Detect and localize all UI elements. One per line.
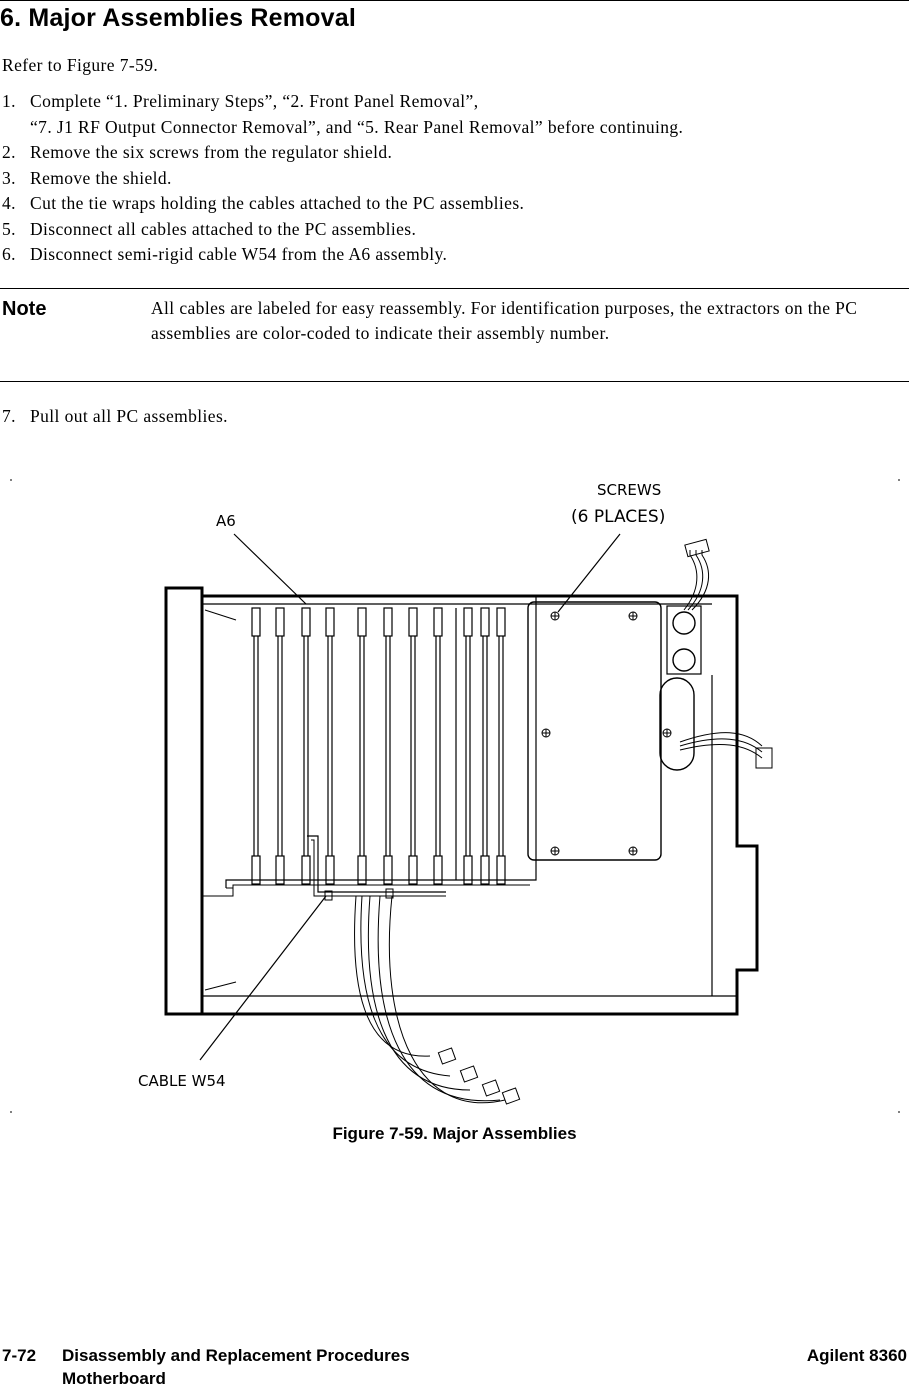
footer-subsection: Motherboard [62,1369,166,1388]
step-number: 4. [2,193,16,213]
leader-cable [199,895,327,1061]
page-number: 7-72 [2,1346,37,1365]
front-panel [164,586,204,1016]
step-item: 7. Pull out all PC assemblies. [2,406,228,427]
figure-major-assemblies: A6 SCREWS (6 PLACES) CABLE W54 [0,460,909,1120]
assembly-diagram: A6 SCREWS (6 PLACES) CABLE W54 [10,479,900,1113]
note-label: Note [2,298,47,320]
step-line: Complete “1. Preliminary Steps”, “2. Fro… [30,91,479,111]
step-item: 5. Disconnect all cables attached to the… [2,217,683,243]
note-text: All cables are labeled for easy reassemb… [151,298,858,343]
intro-text: Refer to Figure 7-59. [2,55,159,75]
section-heading: 6. Major Assemblies Removal [0,4,357,32]
label-a6: A6 [216,512,236,530]
cable-w54 [307,835,446,893]
step-text: Complete “1. Preliminary Steps”, “2. Fro… [30,89,683,140]
step-item: 6. Disconnect semi-rigid cable W54 from … [2,242,683,268]
step-text: Pull out all PC assemblies. [30,406,228,426]
leader-a6 [233,533,307,605]
step-item: 2. Remove the six screws from the regula… [2,140,683,166]
pc-assemblies [251,607,506,885]
label-cable-w54: CABLE W54 [138,1072,226,1090]
top-rule [0,0,909,1]
procedure-steps: 1. Complete “1. Preliminary Steps”, “2. … [2,89,683,268]
step-number: 5. [2,218,16,239]
step-text: Remove the shield. [30,167,172,188]
step-item: 1. Complete “1. Preliminary Steps”, “2. … [2,89,683,140]
step-number: 3. [2,167,16,188]
step-item: 4. Cut the tie wraps holding the cables … [2,191,683,217]
figure-caption: Figure 7-59. Major Assemblies [332,1124,577,1143]
label-screws-places: (6 PLACES) [571,507,665,527]
chassis-outline [202,594,759,1016]
footer-section: Disassembly and Replacement Procedures [62,1346,410,1365]
footer-product: Agilent 8360 [806,1346,907,1365]
leader-screws [557,533,621,613]
step-text: Disconnect semi-rigid cable W54 from the… [30,244,448,264]
regulator-shield [527,601,662,861]
step-text: Cut the tie wraps holding the cables att… [30,193,525,213]
step-line: “7. J1 RF Output Connector Removal”, and… [30,116,684,137]
step-text: Disconnect all cables attached to the PC… [30,218,417,239]
step-text: Remove the six screws from the regulator… [30,142,393,162]
step-number: 6. [2,244,16,264]
step-item: 3. Remove the shield. [2,166,683,192]
label-screws: SCREWS [597,481,661,499]
note-box: Note All cables are labeled for easy rea… [0,288,909,382]
screw-icons [541,611,672,856]
step-number: 2. [2,142,16,162]
step-number: 7. [2,406,16,426]
step-number: 1. [2,91,16,111]
